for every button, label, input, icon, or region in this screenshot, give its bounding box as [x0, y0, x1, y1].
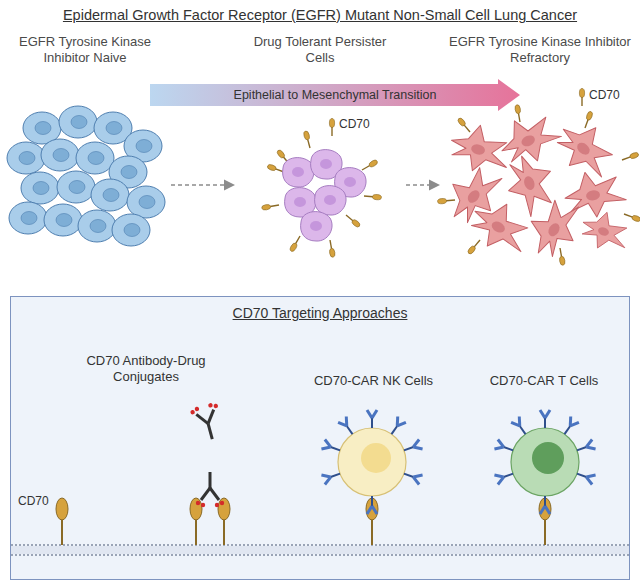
node-text: Drug Tolerant Persister Cells: [240, 34, 400, 67]
approaches-panel: CD70 Targeting ApproachesCD70 Antibody-D…: [10, 296, 630, 580]
persister-cells: [261, 119, 381, 258]
refractory-cells: [437, 89, 640, 266]
stage-group: Drug Tolerant Persister Cells: [240, 34, 400, 256]
car-nk-cell: [321, 410, 422, 514]
membrane: [11, 545, 629, 555]
approach-label: CD70-CAR T Cells: [469, 373, 619, 389]
stage-group: EGFR Tyrosine Kinase Inhibitor Naive: [5, 34, 165, 256]
stage-group: EGFR Tyrosine Kinase Inhibitor Refractor…: [445, 34, 635, 256]
approach-label: CD70-CAR NK Cells: [301, 373, 446, 389]
panel-ground: [10, 296, 630, 580]
membrane-core: [11, 546, 629, 554]
node-text: CD70-CAR NK Cells: [301, 373, 446, 389]
node-text: CD70-CAR T Cells: [469, 373, 619, 389]
cd70-label: CD70: [18, 494, 49, 508]
car-t-cell: [494, 410, 595, 514]
approach-label: CD70 Antibody-Drug Conjugates: [66, 353, 226, 386]
node-text: CD70 Antibody-Drug Conjugates: [66, 353, 226, 386]
dashed-arrow: [171, 184, 234, 186]
node-text: EGFR Tyrosine Kinase Inhibitor Refractor…: [445, 34, 635, 67]
naive-cells: [7, 106, 165, 246]
cd70-receptors: [56, 498, 551, 545]
transition-arrow: Epithelial to Mesenchymal Transition: [150, 84, 520, 106]
node-text: Epithelial to Mesenchymal Transition: [150, 84, 520, 106]
node-text: CD70 Targeting Approaches: [11, 297, 629, 321]
cd70-label: CD70: [339, 117, 370, 131]
diagram-title: Epidermal Growth Factor Receptor (EGFR) …: [0, 7, 640, 23]
arrow-fill: [150, 79, 520, 111]
dashed-arrow: [406, 184, 439, 186]
antibody-drug-conjugates: [189, 401, 226, 507]
cd70-label: CD70: [589, 88, 620, 102]
node-text: EGFR Tyrosine Kinase Inhibitor Naive: [5, 34, 165, 67]
